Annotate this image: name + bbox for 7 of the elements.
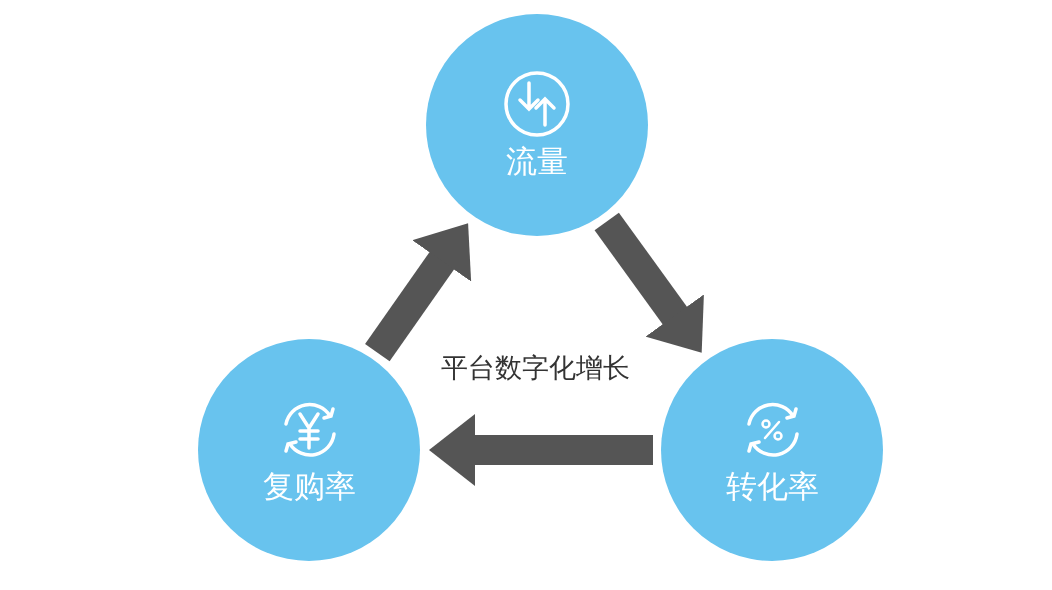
node-label: 复购率 — [262, 468, 356, 506]
node-label: 流量 — [506, 143, 568, 181]
center-title: 平台数字化增长 — [439, 351, 631, 385]
block-arrow — [594, 212, 704, 353]
node-label: 转化率 — [725, 468, 819, 506]
block-arrow — [429, 414, 653, 486]
block-arrow — [365, 223, 472, 362]
